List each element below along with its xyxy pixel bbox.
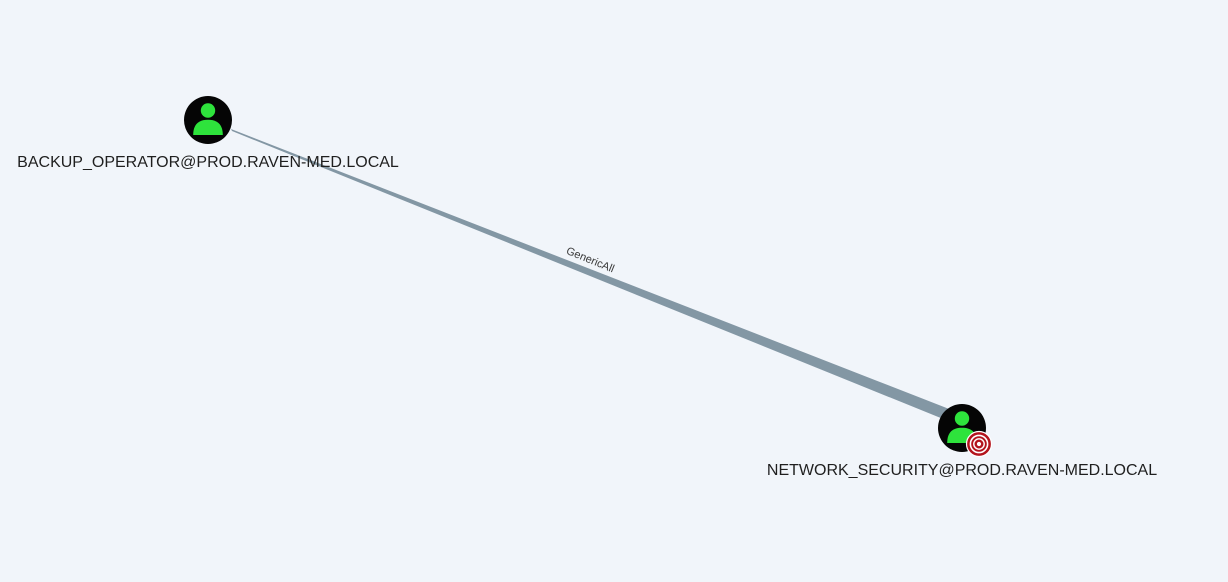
- edge-line[interactable]: [231, 129, 962, 425]
- node-backup-operator[interactable]: BACKUP_OPERATOR@PROD.RAVEN-MED.LOCAL: [17, 96, 399, 171]
- user-icon: [193, 103, 223, 135]
- node-label[interactable]: BACKUP_OPERATOR@PROD.RAVEN-MED.LOCAL: [17, 154, 399, 171]
- node-label[interactable]: NETWORK_SECURITY@PROD.RAVEN-MED.LOCAL: [767, 462, 1157, 479]
- node-network-security[interactable]: NETWORK_SECURITY@PROD.RAVEN-MED.LOCAL: [767, 404, 1157, 479]
- target-icon: [965, 430, 993, 458]
- edge-genericall[interactable]: GenericAll: [231, 129, 962, 425]
